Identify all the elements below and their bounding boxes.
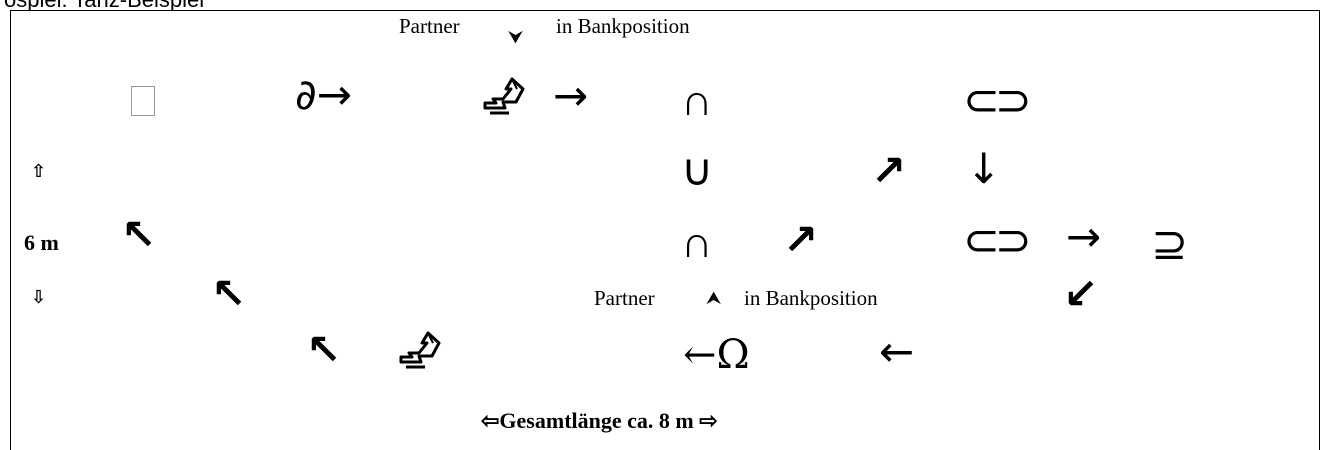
foot-symbol-bottom-icon: [399, 331, 441, 369]
left-omega-symbol: ←Ω: [683, 332, 750, 378]
ne-arrow-symbol: ↗: [871, 146, 907, 195]
top-partner-marker-icon: ⮟: [508, 27, 524, 48]
header-fragment-text: ospiel. Tanz-Beispiel: [4, 0, 204, 10]
foot-symbol-icon: [483, 77, 525, 115]
dance-diagram-frame: Partner ⮟ in Bankposition ∂→ → ∩ ⊂⊃ ⇧ ∪ …: [10, 10, 1320, 450]
empty-box: [131, 86, 155, 116]
partial-arrow-symbol: ∂→: [295, 70, 352, 119]
mid-partner-marker-icon: ⮝: [706, 288, 722, 309]
sw-arrow-symbol: ↙: [1063, 269, 1099, 318]
subset-eq-symbol: ⊇: [1151, 219, 1188, 270]
down-arrow-icon: ⇩: [31, 287, 47, 308]
hook-symbol: ⊂⊃: [963, 75, 1032, 126]
right-arrow-symbol-lower: →: [1066, 212, 1102, 261]
hook-symbol-lower: ⊂⊃: [963, 215, 1032, 266]
nw-arrow-symbol-bottom: ↖: [306, 325, 342, 374]
length-label: ⇦Gesamtlänge ca. 8 m ⇨: [481, 408, 718, 433]
down-arrow-symbol: ↓: [966, 144, 1002, 193]
left-arrow-symbol: ←: [879, 327, 915, 376]
cap-symbol-lower: ∩: [681, 217, 713, 268]
top-position-label: in Bankposition: [556, 14, 690, 38]
right-arrow-symbol: →: [553, 71, 589, 120]
nw-arrow-symbol: ↖: [121, 210, 157, 259]
top-partner-label: Partner: [399, 14, 460, 38]
height-value-label: 6 m: [24, 230, 59, 255]
cup-symbol: ∪: [681, 145, 714, 196]
up-arrow-symbol: ⇧: [31, 161, 47, 182]
header-fragment: ospiel. Tanz-Beispiel: [0, 0, 250, 10]
nw-arrow-symbol-middle: ↖: [211, 269, 247, 318]
cap-symbol: ∩: [681, 75, 713, 126]
ne-arrow-symbol-lower: ↗: [783, 215, 819, 264]
mid-partner-label: Partner: [594, 286, 655, 310]
mid-position-label: in Bankposition: [744, 286, 878, 310]
